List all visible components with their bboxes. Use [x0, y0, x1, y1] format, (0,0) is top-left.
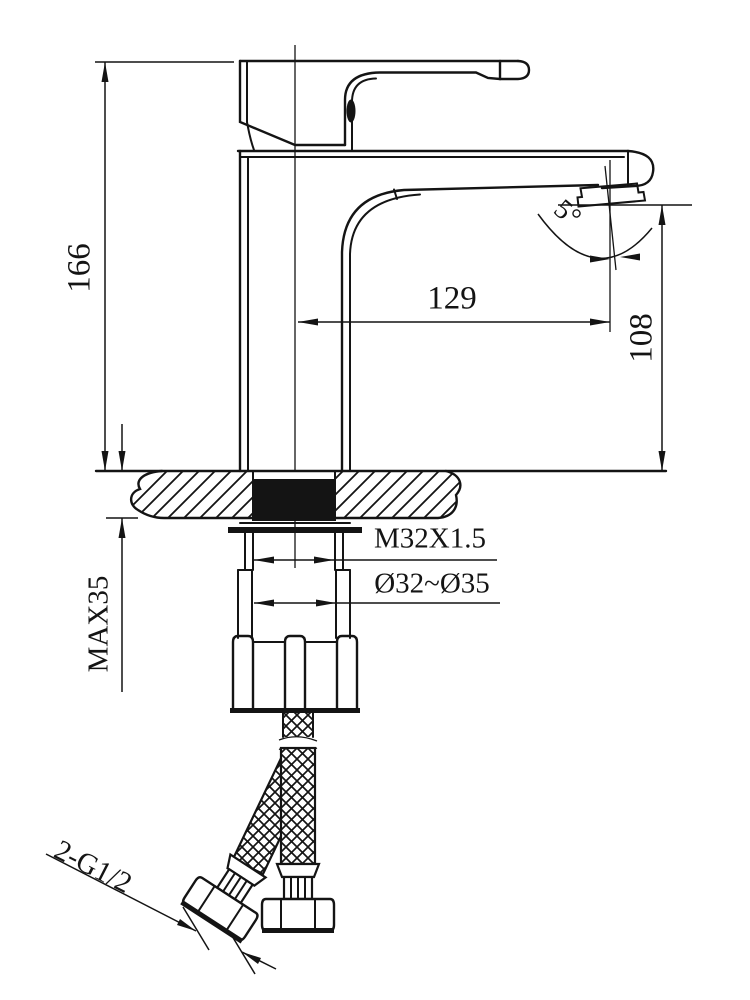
dim-hole-diameter-label: Ø32~Ø35 — [374, 568, 490, 600]
dimension-hole-diameter: Ø32~Ø35 — [254, 568, 500, 607]
dimension-166: 166 — [62, 61, 234, 471]
dim-outlet-height-label: 108 — [624, 313, 660, 363]
handle-indicator-dot — [346, 99, 356, 123]
dim-spout-reach-label: 129 — [427, 281, 477, 317]
dim-angle-label: 5° — [548, 193, 587, 233]
threaded-shank — [237, 532, 351, 639]
mounting-nut — [230, 634, 360, 713]
dim-max-thickness-label: MAX35 — [83, 576, 115, 673]
dimension-129: 129 — [298, 281, 610, 326]
dimension-thread-m32: M32X1.5 — [254, 523, 497, 564]
hose-fitting-left — [180, 852, 268, 944]
aerator — [576, 182, 647, 208]
dim-thread-label: M32X1.5 — [374, 523, 486, 555]
faucet-handle — [238, 59, 531, 152]
rubber-gasket — [252, 479, 336, 521]
faucet-body-spout — [236, 149, 655, 473]
hose-stub — [278, 712, 318, 753]
dim-total-height-label: 166 — [62, 243, 98, 293]
dim-hose-thread-label: 2-G1/2 — [49, 834, 137, 900]
mounting-washer — [228, 522, 362, 533]
hose-fitting-right — [260, 862, 336, 933]
supply-hose-right — [260, 746, 336, 933]
dimension-108: 108 — [558, 204, 692, 471]
countertop-section — [94, 469, 668, 521]
dimension-max-deck-thickness: MAX35 — [83, 424, 138, 692]
